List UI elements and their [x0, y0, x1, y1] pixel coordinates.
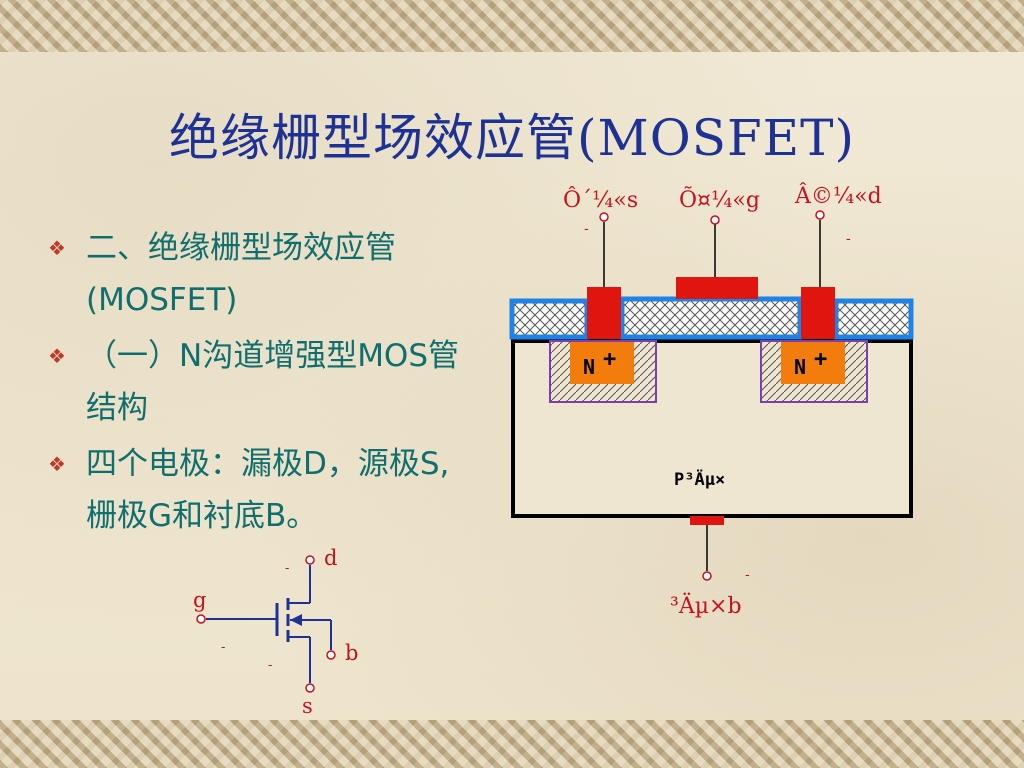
bullet-item: ❖ （一）N沟道增强型MOS管结构	[46, 330, 486, 434]
dash-mark: -	[584, 221, 589, 237]
diamond-bullet-icon: ❖	[48, 344, 66, 368]
n-plus-label-right: N	[794, 355, 806, 379]
symbol-s-label: s	[302, 694, 313, 718]
drain-terminal	[815, 210, 825, 220]
gate-electrode	[676, 277, 758, 299]
oxide-layer-left	[509, 298, 590, 340]
oxide-layer-right	[833, 298, 914, 340]
n-plus-region-right	[781, 342, 845, 384]
symbol-g-label: g	[193, 588, 206, 612]
symbol-s-terminal	[305, 683, 315, 693]
bullet-item: ❖ 四个电极：漏极D，源极S, 栅极G和衬底B。	[46, 438, 486, 542]
diamond-bullet-icon: ❖	[48, 452, 66, 476]
dash-mark: -	[285, 561, 289, 576]
dash-mark: -	[268, 658, 272, 673]
bullet-text: （一）N沟道增强型MOS管结构	[86, 338, 460, 426]
dash-mark: -	[846, 231, 851, 247]
bullet-list: ❖ 二、绝缘栅型场效应管(MOSFET) ❖ （一）N沟道增强型MOS管结构 ❖…	[46, 222, 486, 546]
gate-terminal	[710, 215, 720, 225]
n-plus-region-left	[570, 342, 634, 384]
plus-sign-left: +	[603, 347, 616, 372]
slide-title: 绝缘栅型场效应管(MOSFET)	[169, 109, 855, 167]
plus-sign-right: +	[814, 347, 827, 372]
bullet-item: ❖ 二、绝缘栅型场效应管(MOSFET)	[46, 222, 486, 326]
symbol-arrow-icon	[290, 614, 302, 626]
bullet-text: 二、绝缘栅型场效应管(MOSFET)	[86, 230, 396, 318]
dash-mark: -	[745, 567, 750, 583]
oxide-layer-middle	[619, 296, 803, 340]
bullet-text: 四个电极：漏极D，源极S, 栅极G和衬底B。	[86, 446, 450, 534]
substrate-label: P³Äµ×	[674, 468, 725, 490]
n-plus-label-left: N	[583, 355, 595, 379]
dash-mark: -	[221, 640, 225, 655]
source-contact	[587, 287, 621, 339]
top-decorative-border	[0, 0, 1024, 52]
bottom-decorative-border	[0, 720, 1024, 768]
bulk-contact	[690, 516, 724, 525]
symbol-b-terminal	[326, 650, 336, 660]
bulk-label: ³Äµ×b	[670, 592, 742, 619]
source-terminal	[599, 212, 609, 222]
diamond-bullet-icon: ❖	[48, 236, 66, 260]
bulk-terminal	[702, 571, 712, 581]
drain-label: Â©¼«d	[794, 182, 882, 209]
drain-contact	[801, 287, 835, 339]
source-label: Ô´¼«s	[563, 186, 638, 213]
symbol-b-label: b	[345, 641, 358, 665]
symbol-d-label: d	[324, 546, 337, 570]
symbol-d-terminal	[305, 555, 315, 565]
mosfet-symbol: d g b s - - -	[193, 546, 358, 718]
symbol-g-terminal	[196, 614, 206, 624]
gate-label: Õ¤¼«g	[679, 185, 760, 213]
